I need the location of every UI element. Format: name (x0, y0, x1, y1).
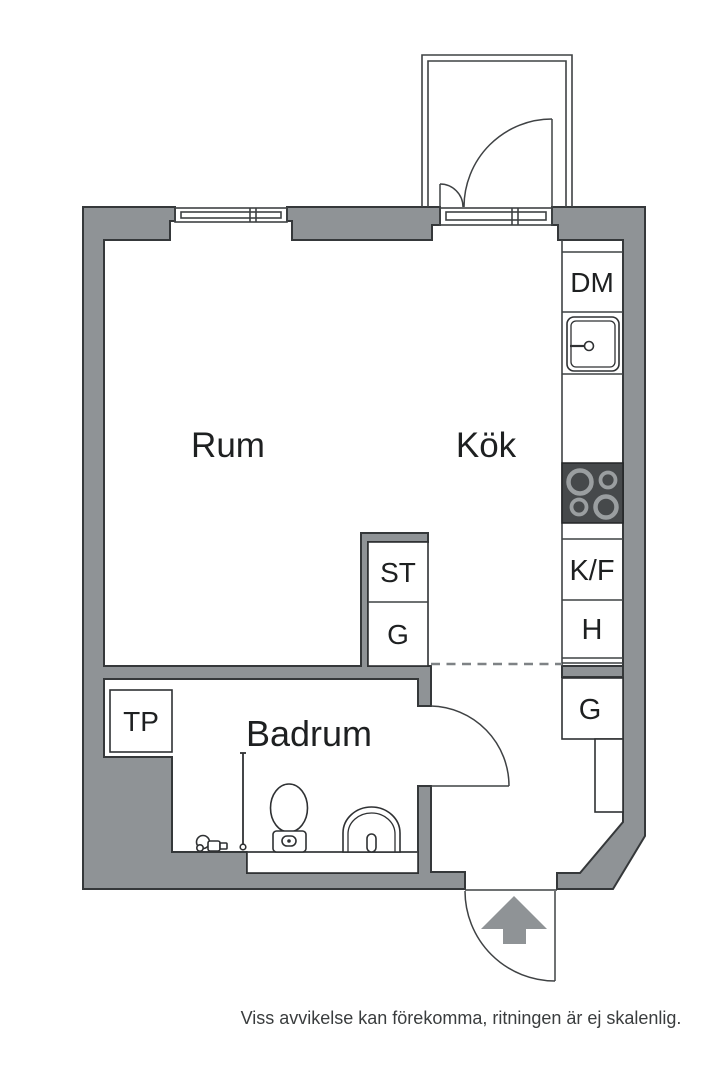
wall-kitchen-hall-divider (561, 665, 624, 678)
toilet-icon (269, 783, 309, 853)
window-kok-glass (445, 211, 547, 221)
room-label-rum: Rum (191, 426, 265, 465)
basin-inner (347, 812, 396, 852)
balcony (421, 54, 573, 208)
balcony-outer-wall (421, 54, 573, 207)
wall-right (551, 206, 646, 890)
room-label-badrum: Badrum (246, 713, 372, 754)
window-rum-glass (180, 211, 282, 219)
label-kf: K/F (569, 555, 614, 587)
burner-2 (598, 470, 618, 490)
label-dm: DM (570, 267, 614, 298)
bathroom-door (430, 705, 510, 787)
kitchen-sink-icon (566, 316, 620, 372)
balcony-inner-wall (427, 60, 567, 207)
label-h: H (582, 614, 603, 646)
basin-icon (342, 806, 401, 853)
balcony-door-swing-small (439, 183, 464, 208)
tp-box (109, 689, 173, 753)
basin-faucet (366, 833, 377, 853)
hall-closets (561, 677, 624, 813)
closet-st-g-box (367, 541, 429, 667)
label-tp: TP (123, 706, 159, 737)
disclaimer-text: Viss avvikelse kan förekomma, ritningen … (241, 1008, 682, 1028)
shaft-box (594, 738, 624, 813)
floor-fixture-body (207, 840, 221, 852)
shower-rail-icon (239, 752, 247, 851)
closet-g-hall-box (561, 677, 624, 740)
entrance-arrow-icon (481, 896, 547, 944)
floor-fixture-icon (195, 834, 228, 852)
wall-top-middle (286, 206, 441, 241)
kitchen-counter (561, 240, 624, 666)
bathroom-door-swing (430, 705, 510, 787)
window-rum (174, 207, 288, 223)
label-g-hall: G (579, 694, 602, 726)
label-g-closet: G (387, 619, 409, 650)
stove-icon (561, 462, 624, 524)
bathroom (109, 689, 510, 874)
burner-4 (593, 494, 619, 520)
sink-inner (570, 320, 616, 368)
entrance-door-swing (464, 890, 556, 982)
walls (82, 206, 646, 890)
toilet-bowl (269, 783, 309, 833)
window-rum-frame (174, 207, 288, 223)
toilet-button-dot (287, 839, 291, 843)
window-kok-threshold (439, 207, 553, 226)
window-kok-frame (439, 207, 553, 226)
label-st: ST (380, 557, 416, 588)
st-closet (367, 541, 429, 667)
floor-fixture-knob2 (196, 843, 205, 852)
entrance (464, 889, 557, 982)
sink-faucet (583, 340, 595, 352)
burner-1 (566, 468, 594, 496)
shower-rail-foot (239, 843, 247, 851)
bathroom-ledge (246, 851, 419, 874)
room-label-kok: Kök (456, 426, 517, 465)
balcony-door-swing-large (463, 118, 553, 208)
burner-3 (569, 497, 589, 517)
basin-outer (342, 806, 401, 853)
floor-fixture-spout (219, 842, 228, 850)
